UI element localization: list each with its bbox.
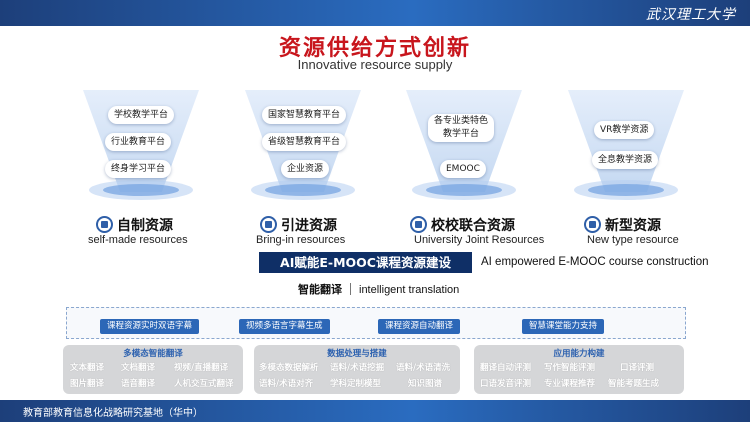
page-title: 资源供给方式创新 <box>278 36 471 61</box>
capability-item: 图片翻译 <box>70 379 105 389</box>
translation-row: 智能翻译 intelligent translation <box>298 281 459 297</box>
resource-english-4: New type resource <box>587 234 679 246</box>
capability-item: 语料/术语对齐 <box>259 379 314 389</box>
translation-label-en: intelligent translation <box>359 284 460 296</box>
header-bar: 武汉理工大学 <box>0 0 750 26</box>
resource-english-1: self-made resources <box>88 234 188 246</box>
capability-item: 文本翻译 <box>70 363 105 373</box>
resource-english-2: Bring-in resources <box>256 234 346 246</box>
capability-title: 应用能力构建 <box>553 349 605 359</box>
page-subtitle: Innovative resource supply <box>297 57 453 72</box>
capability-item: 文档翻译 <box>121 363 156 373</box>
platform-pill: EMOOC <box>440 160 486 178</box>
capability-panel-application: 应用能力构建 翻译自动评测 写作智能评测 口译评测 口语发音评测 专业课程推荐 … <box>474 345 684 394</box>
capability-item: 专业课程推荐 <box>544 379 596 389</box>
resource-title-3: 校校联合资源 <box>410 215 515 235</box>
resource-base-core-3 <box>426 184 502 196</box>
resource-icon <box>584 216 601 233</box>
platform-pill: VR教学资源 <box>594 121 655 139</box>
service-tag: 智慧课堂能力支持 <box>522 319 605 334</box>
platform-pill: 省级智慧教育平台 <box>262 133 347 151</box>
platform-pill: 国家智慧教育平台 <box>262 106 347 124</box>
capability-item: 人机交互式翻译 <box>174 379 234 389</box>
platform-pill: 行业教育平台 <box>105 133 172 151</box>
capability-item: 智能考题生成 <box>608 379 660 389</box>
footer-bar: 教育部教育信息化战略研究基地（华中） <box>0 400 750 422</box>
platform-pill: 各专业类特色 教学平台 <box>428 114 495 142</box>
service-tag: 视频多语言字幕生成 <box>239 319 330 334</box>
capability-item: 写作智能评测 <box>544 363 596 373</box>
capability-item: 翻译自动评测 <box>480 363 532 373</box>
capability-item: 语音翻译 <box>121 379 156 389</box>
resource-base-core-1 <box>103 184 179 196</box>
translation-label-zh: 智能翻译 <box>298 283 342 296</box>
capability-item: 多模态数据解析 <box>259 363 319 373</box>
capability-title: 多模态智能翻译 <box>123 349 183 359</box>
capability-item: 语料/术语挖掘 <box>330 363 385 373</box>
capability-item: 视频/直播翻译 <box>174 363 229 373</box>
resource-title-2: 引进资源 <box>260 215 337 235</box>
platform-pill: 企业资源 <box>281 160 330 178</box>
platform-pill: 全息教学资源 <box>592 151 659 169</box>
ai-emooc-banner: AI赋能E-MOOC课程资源建设 <box>259 252 472 273</box>
capability-title: 数据处理与搭建 <box>327 349 387 359</box>
university-logo: 武汉理工大学 <box>646 7 736 23</box>
platform-pill: 学校教学平台 <box>108 106 175 124</box>
footer-text: 教育部教育信息化战略研究基地（华中） <box>23 408 203 419</box>
capability-item: 学科定制模型 <box>330 379 382 389</box>
resource-icon <box>410 216 427 233</box>
resource-base-core-2 <box>265 184 341 196</box>
capability-item: 口语发音评测 <box>480 379 532 389</box>
translation-divider <box>350 283 351 295</box>
resource-funnel-4 <box>568 90 684 192</box>
platform-pill: 终身学习平台 <box>105 160 172 178</box>
service-tag: 课程资源自动翻译 <box>378 319 461 334</box>
capability-item: 语料/术语清洗 <box>396 363 451 373</box>
resource-base-core-4 <box>588 184 664 196</box>
service-strip: 课程资源实时双语字幕 视频多语言字幕生成 课程资源自动翻译 智慧课堂能力支持 <box>66 307 686 339</box>
resource-icon <box>96 216 113 233</box>
resource-icon <box>260 216 277 233</box>
ai-emooc-english: AI empowered E-MOOC course construction <box>481 256 709 268</box>
capability-item: 知识图谱 <box>408 379 443 389</box>
capability-panel-data: 数据处理与搭建 多模态数据解析 语料/术语挖掘 语料/术语清洗 语料/术语对齐 … <box>254 345 460 394</box>
capability-panel-translation: 多模态智能翻译 文本翻译 文档翻译 视频/直播翻译 图片翻译 语音翻译 人机交互… <box>63 345 243 394</box>
resource-english-3: University Joint Resources <box>414 234 545 246</box>
capability-item: 口译评测 <box>620 363 655 373</box>
resource-title-4: 新型资源 <box>584 215 661 235</box>
resource-title-1: 自制资源 <box>96 215 173 235</box>
service-tag: 课程资源实时双语字幕 <box>100 319 200 334</box>
